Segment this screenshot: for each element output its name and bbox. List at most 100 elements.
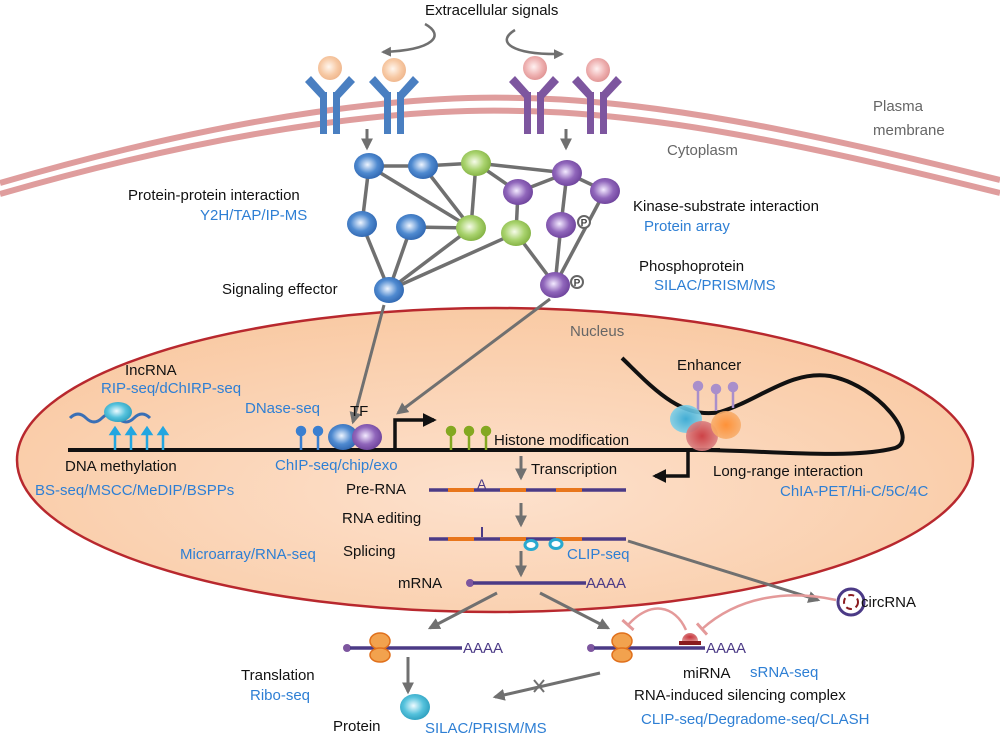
chip-method: ChIP-seq/chip/exo [275, 457, 398, 474]
receptor-blue-1 [305, 56, 355, 134]
network-nodes: P P [347, 150, 620, 303]
ribosome [611, 632, 633, 663]
splicing-factor [523, 539, 539, 551]
ligand-pink [523, 56, 547, 80]
protein-label: Protein [333, 718, 381, 735]
phospho-mark: P [570, 275, 584, 289]
svg-text:P: P [574, 278, 581, 289]
translation-label: Translation [241, 667, 315, 684]
protein-node-purple [503, 179, 533, 205]
plasma-membrane [0, 94, 1000, 197]
svg-text:P: P [581, 218, 588, 229]
plasma-membrane-label-1: Plasma [873, 98, 924, 115]
protein-node-green [456, 215, 486, 241]
circrna-inhibits-mirna [695, 594, 837, 636]
phosphoprotein-node [546, 212, 576, 238]
risc-label: RNA-induced silencing complex [634, 687, 846, 704]
mirna-complex [679, 633, 701, 645]
ligand-peach [318, 56, 342, 80]
mirna-method: sRNA-seq [750, 664, 819, 681]
translating-poly-a: AAAA [463, 640, 504, 657]
protein-node-blue [354, 153, 384, 179]
ligand-peach [382, 58, 406, 82]
dnase-method: DNase-seq [245, 400, 321, 417]
protein-node-purple [590, 178, 620, 204]
tf-protein-blue [328, 424, 358, 450]
dnase-marks [295, 425, 324, 450]
enhancer-marks [692, 380, 739, 411]
edited-rna [429, 527, 626, 551]
phosphoprotein-node [540, 272, 570, 298]
splicing-factor [548, 538, 564, 550]
lncrna-label: IncRNA [125, 362, 177, 379]
long-range-arrow [652, 452, 690, 483]
dna-methylation-label: DNA methylation [65, 458, 177, 475]
protein-node-blue [396, 214, 426, 240]
protein-node-green [501, 220, 531, 246]
protein-node-blue [347, 211, 377, 237]
enhancer-label: Enhancer [677, 357, 742, 374]
lncrna-binding-protein [104, 402, 132, 422]
arrow-phosphoprotein-to-tf [396, 297, 551, 415]
histone-marks [445, 425, 492, 450]
mrna-label: mRNA [398, 575, 443, 592]
receptor-blue-2 [369, 58, 419, 134]
circrna-label: circRNA [861, 594, 916, 611]
protein-product [400, 694, 430, 720]
transcription-start-arrow [393, 413, 437, 450]
tf-protein-purple [352, 424, 382, 450]
ribosome [369, 632, 391, 663]
protein-node-purple [552, 160, 582, 186]
risc-method: CLIP-seq/Degradome-seq/CLASH [641, 711, 870, 728]
mrna-strand [466, 579, 586, 587]
phosphoprotein-method: SILAC/PRISM/MS [654, 277, 776, 294]
phosphoprotein-label: Phosphoprotein [639, 258, 745, 275]
protein-node-blue [408, 153, 438, 179]
lncrna-method: RIP-seq/dChIRP-seq [101, 380, 242, 397]
edit-site-a: A [477, 476, 487, 492]
pre-rna-label: Pre-RNA [346, 481, 407, 498]
receptor-purple-1 [509, 56, 559, 134]
silenced-mrna [587, 632, 705, 663]
enhancer-protein-red [686, 421, 718, 451]
translation-method: Ribo-seq [250, 687, 311, 704]
expression-method: Microarray/RNA-seq [180, 546, 316, 563]
tf-label: TF [350, 403, 369, 420]
arrow-mrna-to-translation [427, 591, 498, 630]
transcription-label: Transcription [531, 461, 618, 478]
ligand-pink [586, 58, 610, 82]
arrow-rna-to-circrna [627, 539, 821, 603]
signal-arrow-right [505, 28, 564, 60]
protein-method: SILAC/PRISM/MS [425, 720, 547, 737]
nucleus-label: Nucleus [570, 323, 625, 340]
splicing-label: Splicing [343, 543, 396, 560]
translating-mrna [343, 632, 462, 663]
receptor-purple-2 [572, 58, 622, 134]
signal-arrow-left [381, 22, 436, 57]
signaling-effector-label: Signaling effector [222, 281, 338, 298]
plasma-membrane-label-2: membrane [873, 122, 945, 139]
arrow-mrna-to-risc [539, 591, 611, 630]
enhancer-protein-orange [711, 411, 741, 439]
dna-methylation-marks [108, 425, 170, 450]
silenced-poly-a: AAAA [706, 640, 747, 657]
arrow-effector-to-tf [349, 304, 386, 425]
phospho-mark: P [577, 215, 591, 229]
rna-editing-label: RNA editing [342, 510, 422, 527]
histone-modification-label: Histone modification [494, 432, 630, 449]
kinase-method: Protein array [644, 218, 730, 235]
ppi-method: Y2H/TAP/IP-MS [200, 207, 308, 224]
signaling-effector-node [374, 277, 404, 303]
methylation-method: BS-seq/MSCC/MeDIP/BSPPs [35, 482, 235, 499]
extracellular-signals-label: Extracellular signals [425, 2, 559, 19]
circrna-icon [836, 587, 866, 617]
block-x-icon [533, 679, 545, 693]
mrna-poly-a: AAAA [586, 575, 627, 592]
splicing-method: CLIP-seq [567, 546, 630, 563]
cytoplasm-label: Cytoplasm [667, 142, 738, 159]
mirna-label: miRNA [683, 665, 731, 682]
blocked-arrow-risc-to-protein [492, 671, 601, 701]
mirna-inhibits-translation [621, 607, 688, 632]
long-range-method: ChIA-PET/Hi-C/5C/4C [780, 483, 929, 500]
